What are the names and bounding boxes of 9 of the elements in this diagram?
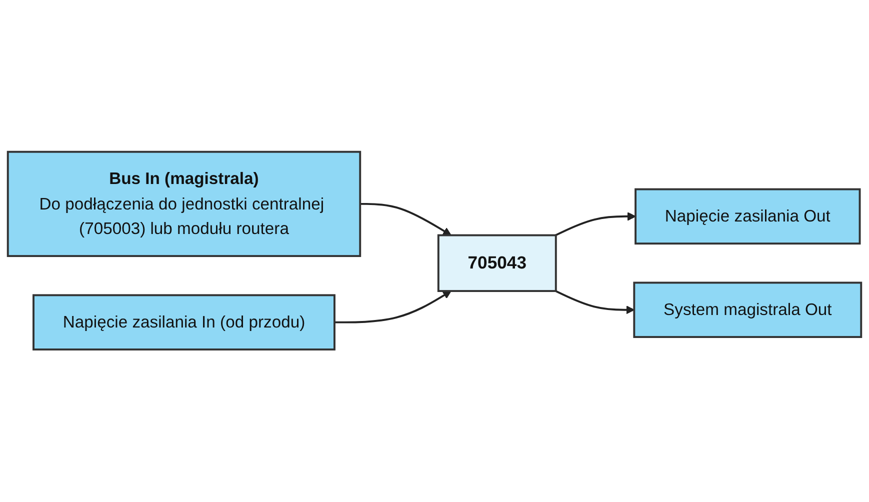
arrow bbox=[360, 203, 452, 236]
arrow bbox=[555, 212, 636, 236]
arrow bbox=[334, 290, 452, 324]
arrow bbox=[555, 290, 635, 314]
node-box: System magistrala Out bbox=[633, 282, 862, 338]
node-box: Napięcie zasilania In (od przodu) bbox=[32, 294, 336, 351]
node-box: 705043 bbox=[437, 234, 557, 292]
node-box: Napięcie zasilania Out bbox=[634, 188, 861, 245]
node-box: Bus In (magistrala) Do podłączenia do jednostki centralnej (705003) lub modułu routera bbox=[6, 151, 362, 258]
